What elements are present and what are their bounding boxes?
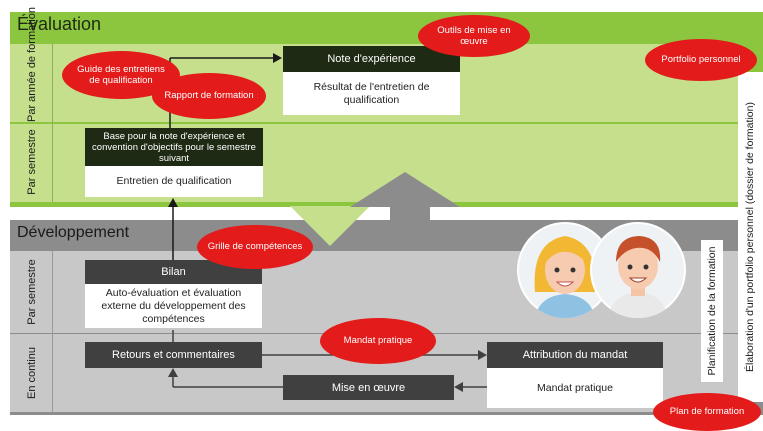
elaboration-label: Élaboration d'un portfolio personnel (do… [744, 102, 756, 372]
base-note-header: Base pour la note d'expérience et conven… [85, 128, 263, 166]
mise-en-oeuvre-box: Mise en œuvre [283, 375, 454, 400]
developpement-label-divider [52, 251, 53, 412]
note-experience-body: Résultat de l'entretien de qualification [283, 72, 460, 115]
bubble-rapport-formation: Rapport de formation [152, 73, 266, 119]
bubble-grille-competences: Grille de compétences [197, 225, 313, 269]
developpement-title: Développement [17, 224, 130, 241]
note-experience-header: Note d'expérience [283, 46, 460, 72]
attribution-mandat-body: Mandat pratique [487, 368, 663, 408]
bubble-portfolio-personnel: Portfolio personnel [645, 39, 757, 81]
retours-commentaires-box: Retours et commentaires [85, 342, 262, 368]
down-arrow [290, 206, 370, 246]
bubble-plan-formation: Plan de formation [653, 393, 761, 431]
planification-bar [701, 240, 723, 382]
bubble-outils-mise-en-oeuvre: Outils de mise en œuvre [418, 15, 530, 57]
up-arrow [350, 172, 460, 222]
avatar-man [590, 222, 686, 318]
attribution-mandat-header: Attribution du mandat [487, 342, 663, 368]
bilan-body: Auto-évaluation et évaluation externe du… [85, 284, 262, 328]
entretien-qualification-body: Entretien de qualification [85, 166, 263, 197]
elaboration-bar [738, 72, 763, 402]
avatar-woman [517, 222, 613, 318]
evaluation-title: Évaluation [17, 14, 102, 34]
evaluation-label-divider [52, 44, 53, 202]
planification-label: Planification de la formation [706, 246, 718, 376]
bubble-mandat-pratique: Mandat pratique [320, 318, 436, 364]
